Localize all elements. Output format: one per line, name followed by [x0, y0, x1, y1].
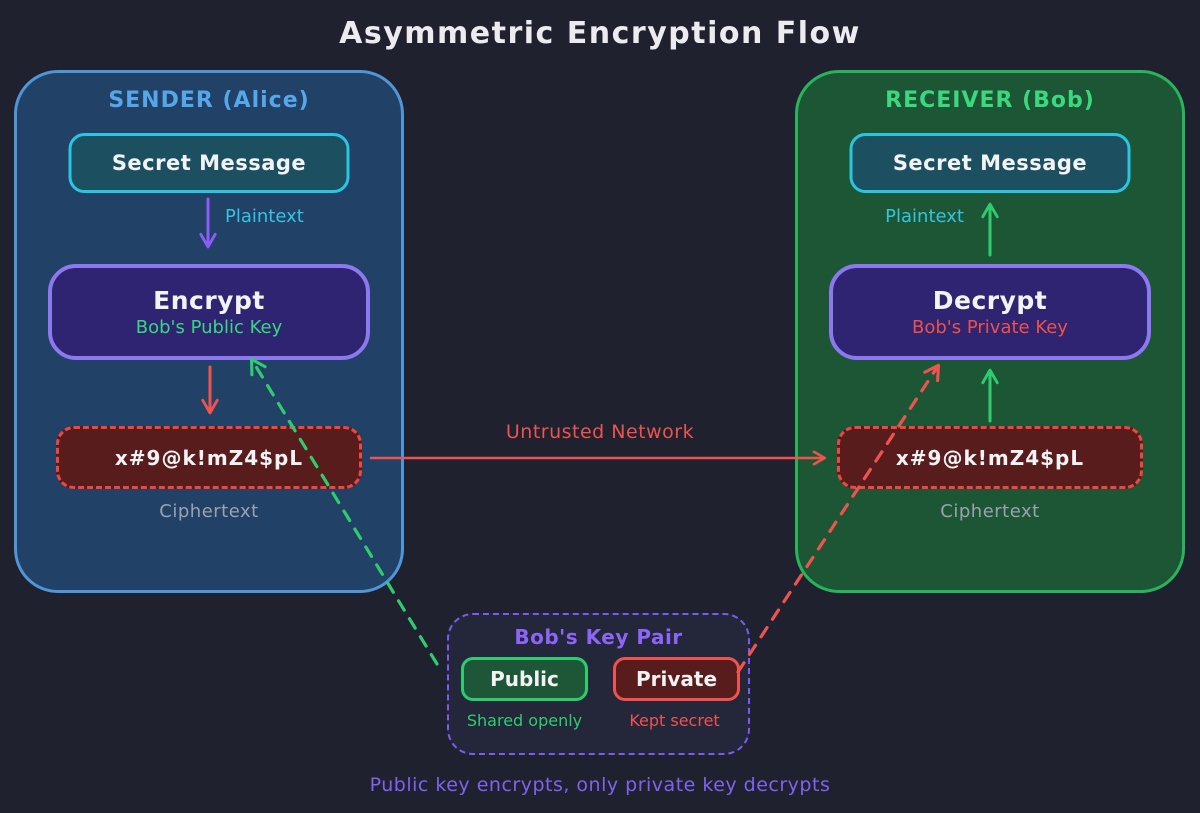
receiver-secret-message-box: Secret Message	[849, 133, 1131, 193]
receiver-ciphertext-label: Ciphertext	[940, 501, 1040, 522]
private-key-box: Private	[613, 657, 740, 701]
sender-secret-message-box: Secret Message	[68, 133, 350, 193]
receiver-panel: RECEIVER (Bob) Secret Message Plaintext …	[795, 70, 1185, 593]
encrypt-title: Encrypt	[153, 286, 265, 315]
sender-ciphertext-box: x#9@k!mZ4$pL	[56, 426, 362, 489]
diagram-title: Asymmetric Encryption Flow	[339, 16, 861, 51]
sender-panel-title: SENDER (Alice)	[108, 88, 310, 113]
encrypt-key-label: Bob's Public Key	[135, 317, 283, 338]
untrusted-network-label: Untrusted Network	[505, 421, 695, 443]
receiver-panel-title: RECEIVER (Bob)	[885, 88, 1095, 113]
keypair-panel: Bob's Key Pair Public Private Shared ope…	[447, 613, 750, 755]
receiver-plaintext-label: Plaintext	[885, 206, 964, 227]
encrypt-box: Encrypt Bob's Public Key	[48, 264, 370, 360]
public-key-box: Public	[461, 657, 588, 701]
receiver-ciphertext-box: x#9@k!mZ4$pL	[837, 426, 1143, 489]
decrypt-box: Decrypt Bob's Private Key	[829, 264, 1151, 360]
public-key-caption: Shared openly	[466, 711, 583, 730]
footer-caption: Public key encrypts, only private key de…	[369, 774, 831, 796]
sender-ciphertext-label: Ciphertext	[159, 501, 259, 522]
sender-panel: SENDER (Alice) Secret Message Plaintext …	[14, 70, 404, 593]
decrypt-title: Decrypt	[932, 286, 1048, 315]
private-key-caption: Kept secret	[629, 711, 720, 730]
decrypt-key-label: Bob's Private Key	[912, 317, 1068, 338]
sender-plaintext-label: Plaintext	[225, 206, 304, 227]
keypair-title: Bob's Key Pair	[514, 625, 683, 649]
